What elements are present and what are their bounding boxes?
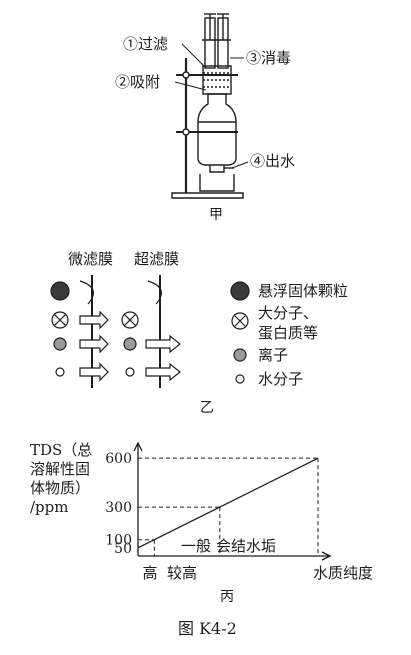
chart-ylabel-line2: 溶解性固 <box>30 460 90 478</box>
caption-bing: 丙 <box>220 589 234 605</box>
chart-region-label-3: 会结水垢 <box>216 537 276 555</box>
chart-series-line <box>137 457 319 549</box>
legend-water-icon <box>235 374 245 384</box>
particle-water-2 <box>125 367 135 377</box>
label-microfilter: 微滤膜 <box>68 250 113 268</box>
chart-y-arrow <box>133 441 143 452</box>
label-filter: ①过滤 <box>123 35 168 53</box>
particle-water <box>55 367 65 377</box>
chart-ytick-50: 50 <box>114 541 132 557</box>
chart-ylabel-line4: /ppm <box>30 498 68 516</box>
beaker <box>199 174 235 192</box>
caption-yi: 乙 <box>200 400 214 416</box>
chart-region-label-2: 一般 <box>181 537 211 555</box>
legend-water: 水分子 <box>258 370 303 388</box>
particle-macromolecule-retained <box>121 311 139 329</box>
figure-caption: 图 K4-2 <box>178 619 237 638</box>
label-disinfect: ③消毒 <box>246 49 291 67</box>
bottle <box>197 93 237 166</box>
legend-ion-icon <box>233 348 247 362</box>
clamp-knob-upper <box>182 71 190 79</box>
outlet-tap <box>209 165 225 173</box>
clamp-knob-lower <box>182 128 190 136</box>
legend-macromolecule-2: 蛋白质等 <box>258 324 318 342</box>
legend-macromolecule-icon <box>231 312 249 330</box>
chart-ytick-300: 300 <box>105 500 132 516</box>
label-outlet: ④出水 <box>250 152 295 170</box>
legend-ion: 离子 <box>258 346 288 364</box>
arrows-micro <box>79 310 109 382</box>
chart-x-arrow <box>321 551 332 561</box>
legend-macromolecule: 大分子、 <box>258 304 318 322</box>
particle-macromolecule <box>51 311 69 329</box>
chart-ytick-100: 100 <box>105 533 132 549</box>
arrows-ultra <box>145 334 181 382</box>
chart-ylabel-line1: TDS（总 <box>30 441 92 459</box>
label-adsorb: ②吸附 <box>115 73 160 91</box>
particle-suspended <box>50 281 70 301</box>
legend-suspended: 悬浮固体颗粒 <box>258 282 348 300</box>
apparatus-jia <box>171 13 249 199</box>
stand-base <box>171 192 244 199</box>
tds-chart: 50100 300 600 高较高 一般会结水垢 <box>105 441 332 582</box>
chart-ytick-600: 600 <box>105 451 132 467</box>
particle-ion <box>53 337 67 351</box>
chart-ylabel-line3: 体物质） <box>30 479 90 497</box>
membrane-diagram-yi <box>50 275 250 388</box>
caption-jia: 甲 <box>209 207 223 223</box>
chart-region-label-1: 较高 <box>167 564 197 582</box>
chart-xlabel: 水质纯度 <box>313 564 373 582</box>
particle-ion-2 <box>123 337 137 351</box>
label-ultrafilter: 超滤膜 <box>134 250 179 268</box>
chart-region-label-0: 高 <box>142 564 157 582</box>
legend-suspended-icon <box>230 281 250 301</box>
